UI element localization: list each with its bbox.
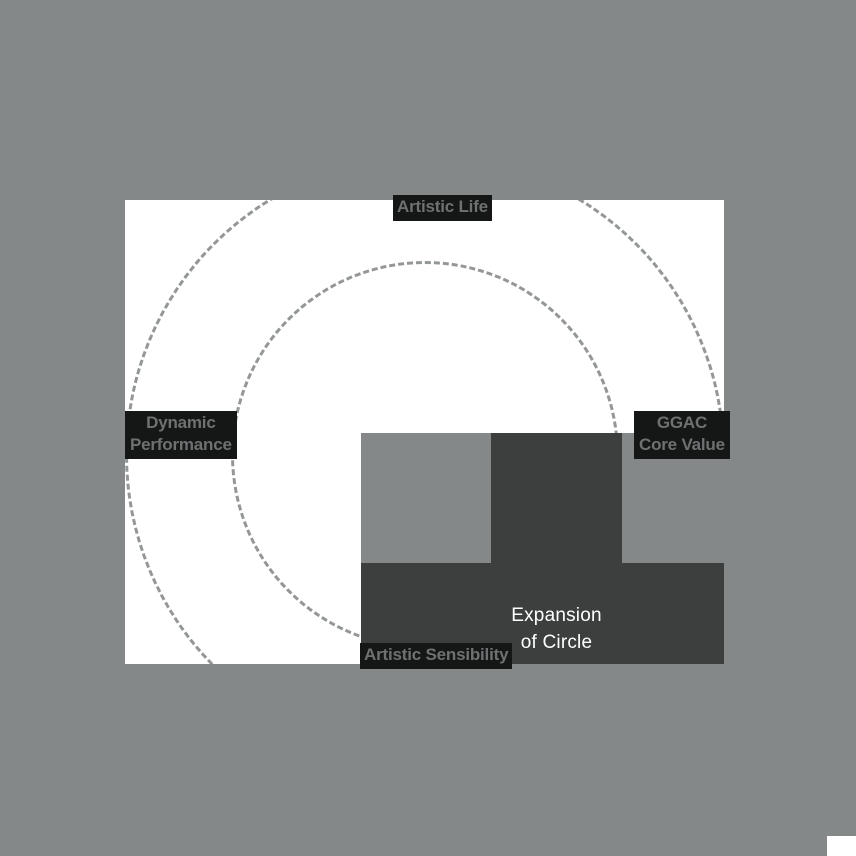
label-right-line2: Core Value xyxy=(639,435,725,454)
diagram-card: Expansion of Circle xyxy=(125,200,724,664)
label-top-artistic-life: Artistic Life xyxy=(393,195,492,221)
label-bottom-text: Artistic Sensibility xyxy=(364,645,509,664)
label-right-ggac-core-value: GGAC Core Value xyxy=(634,411,730,459)
label-left-dynamic-performance: Dynamic Performance xyxy=(125,411,237,459)
label-right-line1: GGAC xyxy=(656,413,708,432)
label-top-text: Artistic Life xyxy=(397,197,488,216)
corner-square-top-left xyxy=(361,433,491,563)
cross-shape: Expansion of Circle xyxy=(361,433,724,664)
label-left-line1: Dynamic xyxy=(146,413,216,432)
corner-patch xyxy=(827,836,856,856)
label-bottom-artistic-sensibility: Artistic Sensibility xyxy=(360,643,513,669)
label-left-line2: Performance xyxy=(130,435,232,454)
